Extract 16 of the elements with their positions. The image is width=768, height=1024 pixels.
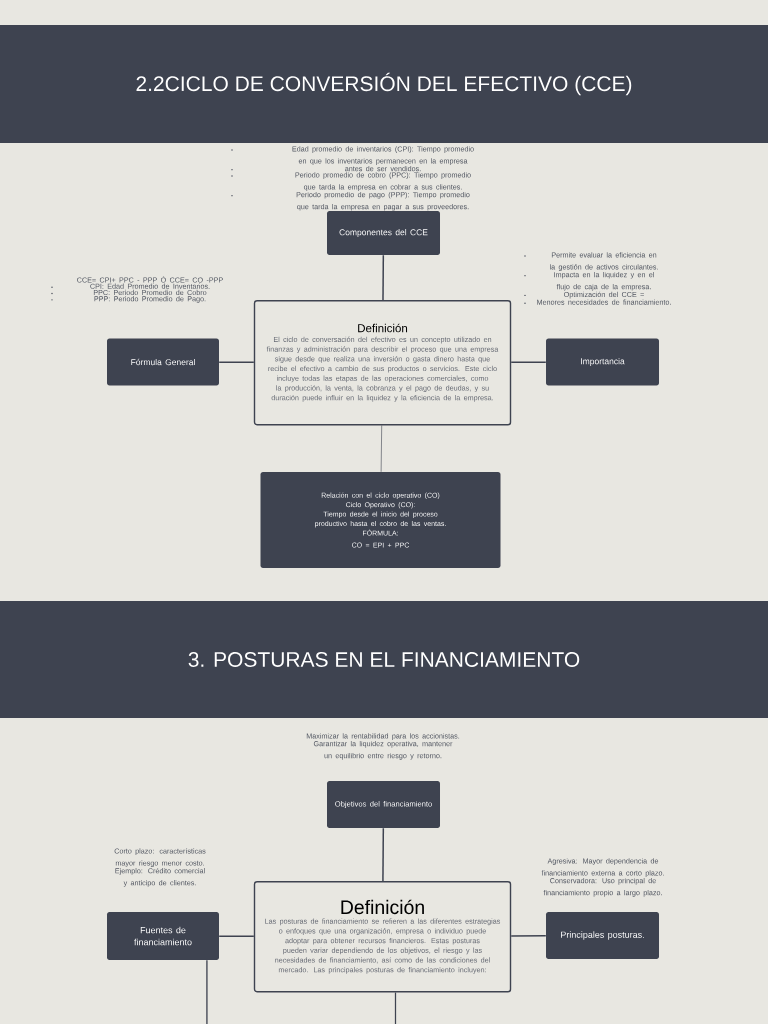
connector-line	[380, 425, 382, 473]
connector-line	[382, 827, 385, 882]
connector-line	[218, 935, 255, 938]
connector-line	[206, 959, 208, 1024]
title-banner: 2.2CICLO DE CONVERSIÓN DEL EFECTIVO (CCE)	[0, 25, 768, 143]
topic-box: Importancia	[546, 338, 659, 386]
topic-box: Fuentes de financiamiento	[107, 912, 219, 960]
connector-line	[394, 991, 397, 1024]
connector-line	[382, 254, 385, 301]
connector-line	[510, 935, 547, 937]
topic-box: Principales posturas.	[546, 912, 659, 959]
title-banner: 3. POSTURAS EN EL FINANCIAMIENTO	[0, 601, 768, 718]
connector-line	[218, 361, 255, 364]
connector-line	[510, 361, 547, 364]
topic-box: Componentes del CCE	[327, 211, 440, 255]
topic-box: Fórmula General	[107, 338, 219, 386]
